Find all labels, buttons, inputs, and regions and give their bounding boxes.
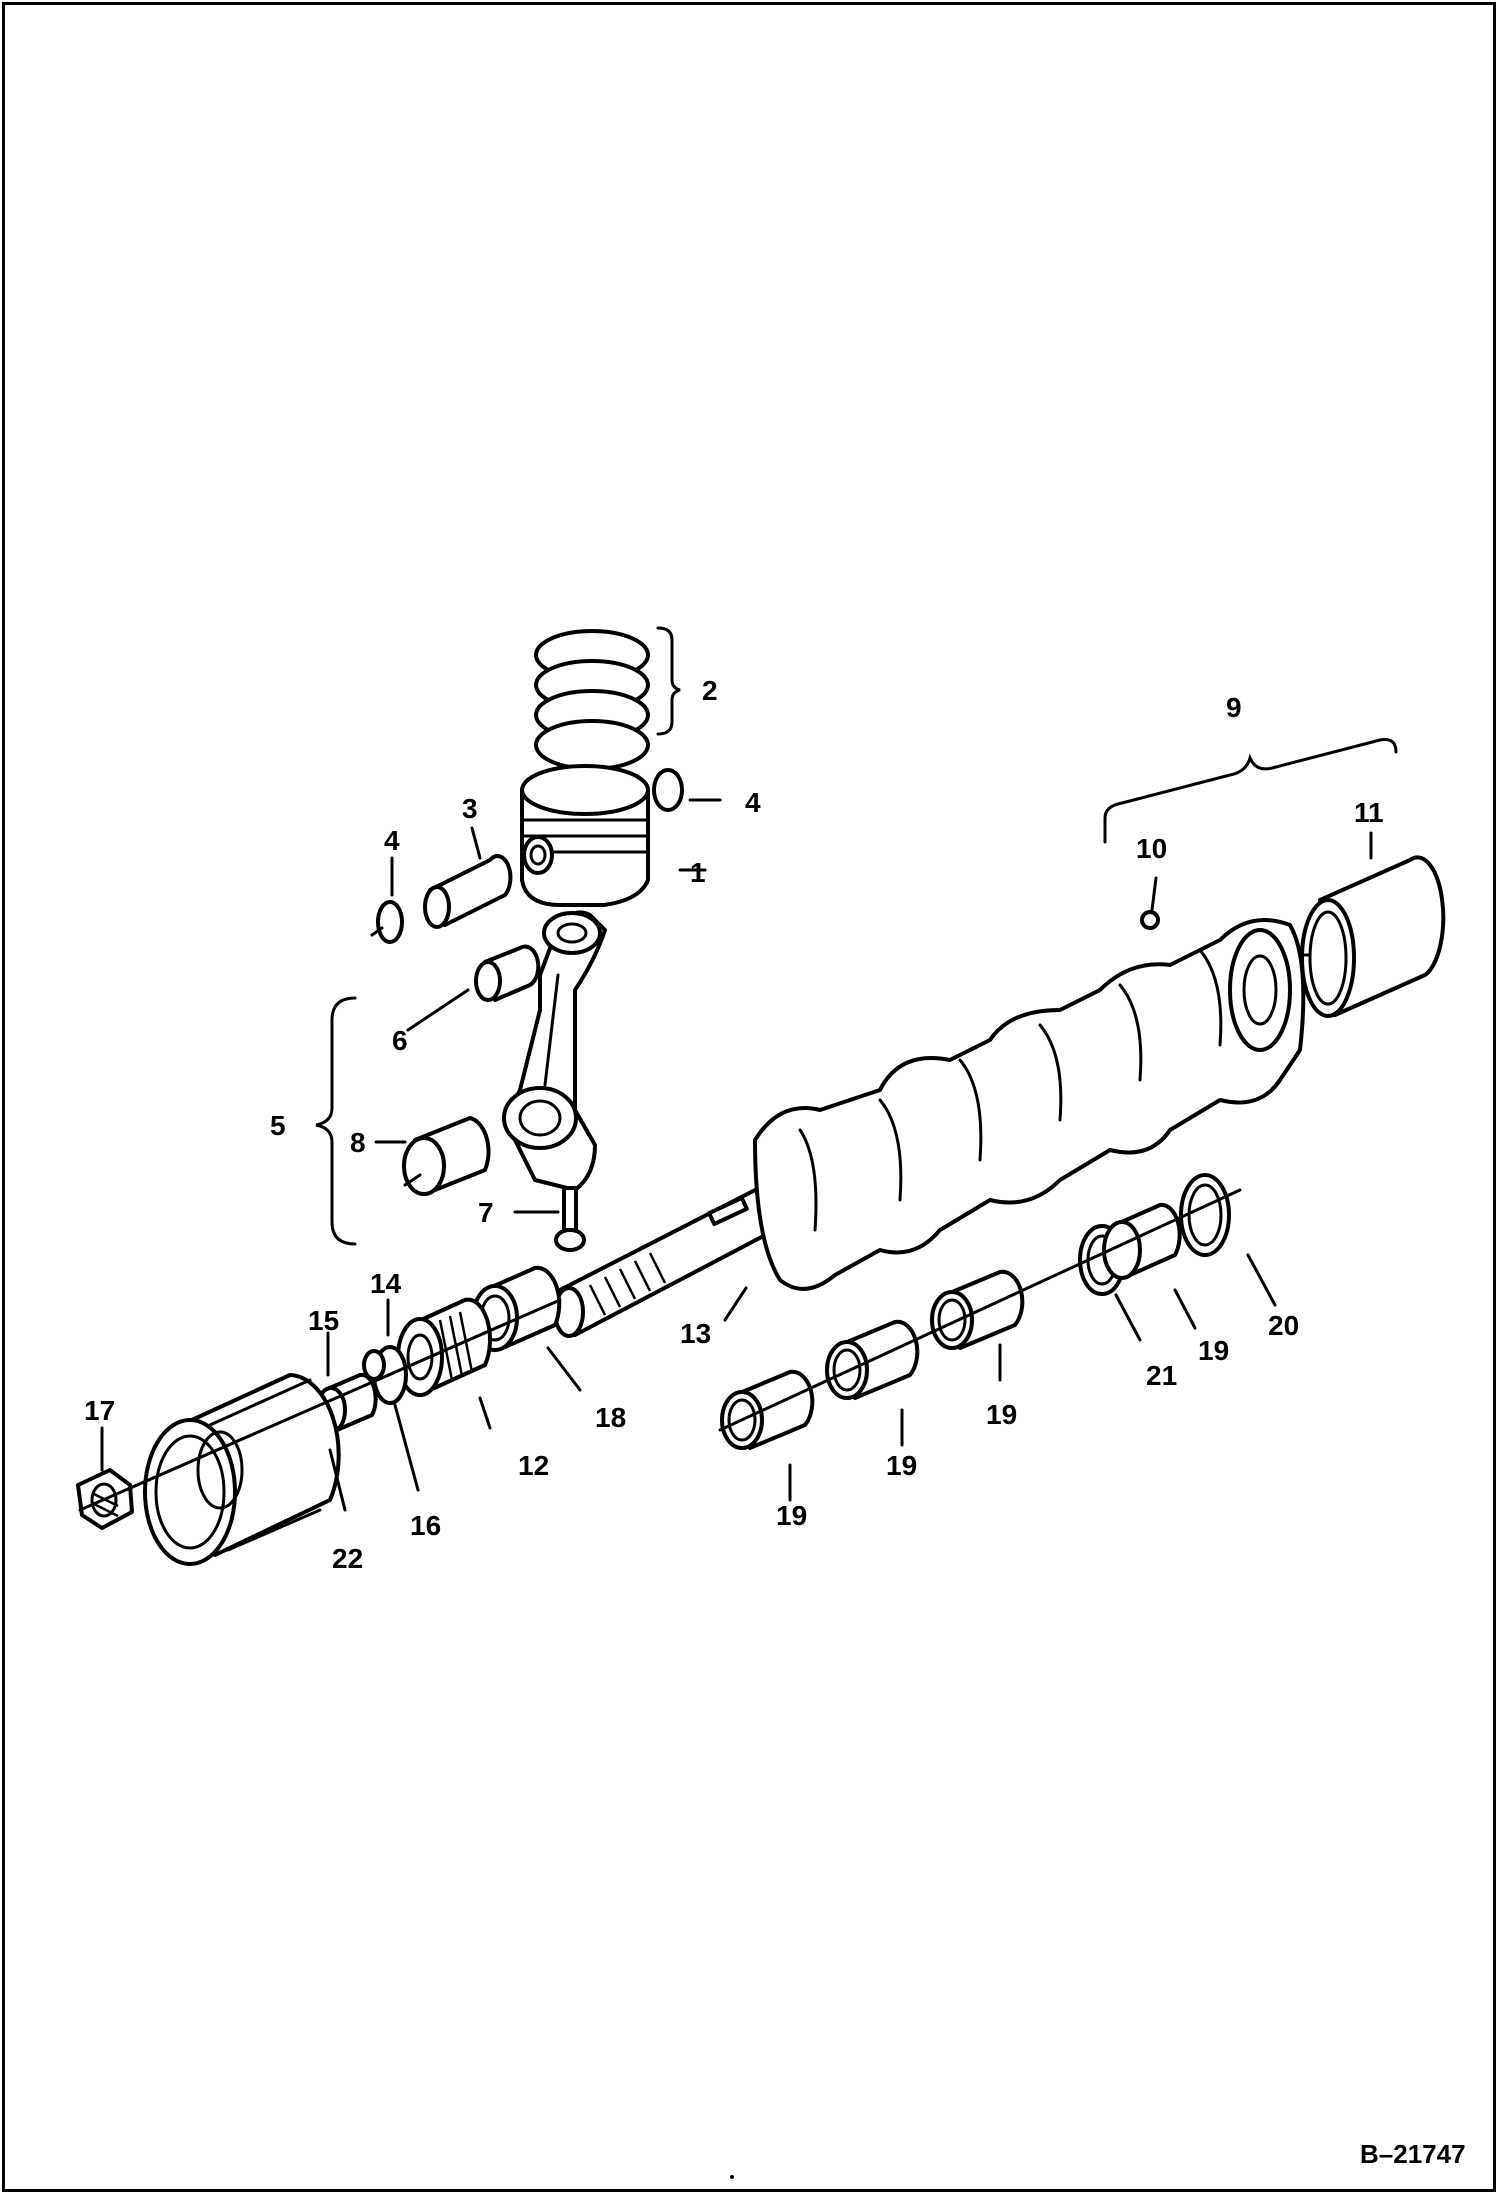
callout-7: 7 [478, 1197, 494, 1228]
small-end-bushing [474, 944, 541, 1002]
front-axis-line [78, 1298, 562, 1512]
figure-number: B–21747 [1360, 2139, 1466, 2169]
o-ring-14 [362, 1349, 386, 1381]
leader-lines [100, 798, 1373, 1512]
callout-8: 8 [350, 1127, 366, 1158]
rod-bolt [554, 1186, 586, 1252]
snap-ring-right [652, 768, 684, 812]
callout-20: 20 [1268, 1310, 1299, 1341]
center-mark-dot [730, 2175, 734, 2179]
callout-2: 2 [702, 675, 718, 706]
piston-rings [534, 629, 650, 771]
crankshaft [553, 910, 1306, 1338]
callout-19-c: 19 [986, 1399, 1017, 1430]
main-bearing-1 [720, 1369, 815, 1450]
callout-3: 3 [462, 793, 478, 824]
callout-18: 18 [595, 1402, 626, 1433]
main-bearing-2 [825, 1319, 920, 1400]
callout-13: 13 [680, 1318, 711, 1349]
callout-15: 15 [308, 1305, 339, 1336]
bracket-2 [656, 626, 681, 736]
bracket-5 [315, 996, 357, 1246]
callout-11: 11 [1354, 797, 1384, 828]
callout-17: 17 [84, 1395, 115, 1426]
callout-22: 22 [332, 1543, 363, 1574]
bracket-9 [1103, 738, 1398, 844]
bearing-axis-line [718, 1188, 1242, 1432]
callout-6: 6 [392, 1025, 408, 1056]
callout-4-right: 4 [745, 787, 761, 818]
callout-4-left: 4 [384, 825, 400, 856]
callout-21: 21 [1146, 1360, 1177, 1391]
callout-5: 5 [270, 1110, 286, 1141]
callout-10: 10 [1136, 833, 1167, 864]
callout-19-d: 19 [1198, 1335, 1229, 1366]
front-bearing-18 [471, 1265, 562, 1352]
callout-16: 16 [410, 1510, 441, 1541]
crank-pulley [143, 1373, 341, 1566]
snap-ring-left [370, 900, 404, 944]
piston [520, 764, 650, 907]
callout-19-b: 19 [886, 1450, 917, 1481]
callout-14: 14 [370, 1268, 402, 1299]
callout-1: 1 [690, 857, 706, 888]
rod-bearing [402, 1116, 491, 1196]
callout-9: 9 [1226, 692, 1242, 723]
piston-pin [423, 854, 513, 929]
main-bearing-4 [1102, 1202, 1182, 1280]
callout-19-a: 19 [776, 1500, 807, 1531]
rear-seal [1298, 855, 1446, 1018]
callout-12: 12 [518, 1450, 549, 1481]
crank-gear [396, 1297, 492, 1397]
connecting-rod [502, 910, 607, 1192]
